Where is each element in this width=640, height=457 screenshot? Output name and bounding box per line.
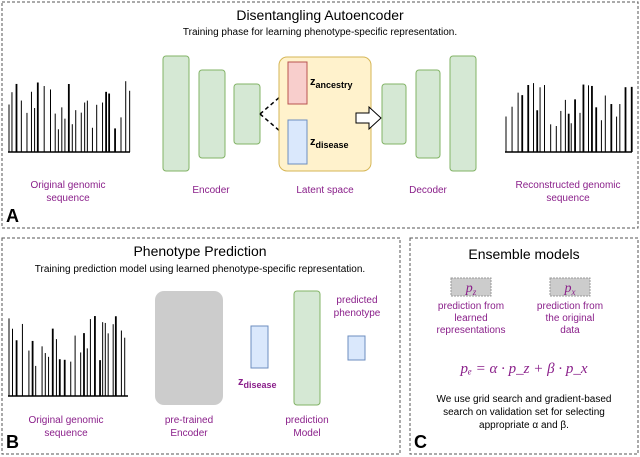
- panel-c: Ensemble models pz prediction from learn…: [409, 237, 639, 455]
- panel-b-border: [1, 237, 401, 455]
- panel-c-letter: C: [414, 432, 427, 452]
- ensemble-formula: pₑ = α · p_z + β · p_x: [459, 361, 587, 377]
- reconstructed-sequence-label-line2: sequence: [546, 193, 590, 204]
- note-line3: appropriate α and β.: [479, 420, 569, 431]
- decoder-layer-3: [449, 55, 477, 172]
- prediction-model-label-line1: prediction: [285, 415, 328, 426]
- encoder-label: Encoder: [192, 185, 230, 196]
- decoder-layer-2: [415, 69, 441, 159]
- z-disease-label: zdisease: [310, 136, 349, 150]
- original-sequence-label-line2: sequence: [46, 193, 90, 204]
- reconstructed-sequence-barcode: [505, 83, 633, 153]
- predicted-phenotype-label-line2: phenotype: [334, 308, 381, 319]
- panel-a-border: [1, 1, 639, 229]
- z-ancestry-label: zancestry: [310, 76, 353, 90]
- px-desc-line3: data: [560, 325, 580, 336]
- encoder-layer-1: [162, 55, 190, 172]
- panel-a: Disentangling Autoencoder Training phase…: [1, 1, 639, 229]
- panel-c-border: [409, 237, 639, 455]
- panel-b-subtitle: Training prediction model using learned …: [35, 264, 365, 275]
- pz-desc-line1: prediction from: [438, 301, 504, 312]
- original-sequence-barcode-b: [8, 316, 128, 397]
- original-sequence-label-line1: Original genomic: [30, 180, 105, 191]
- pretrained-encoder-block: [155, 291, 223, 405]
- reconstructed-sequence-label-line1: Reconstructed genomic: [515, 180, 620, 191]
- note-line1: We use grid search and gradient-based: [437, 394, 612, 405]
- pretrained-encoder-label-line2: Encoder: [170, 428, 208, 439]
- panel-c-title: Ensemble models: [468, 246, 579, 262]
- predicted-phenotype-label-line1: predicted: [336, 295, 377, 306]
- original-sequence-b-label-line1: Original genomic: [28, 415, 103, 426]
- pz-desc-line2: learned: [454, 313, 487, 324]
- pz-symbol: pz: [465, 281, 477, 297]
- px-desc-line1: prediction from: [537, 301, 603, 312]
- panel-a-subtitle: Training phase for learning phenotype-sp…: [183, 27, 457, 38]
- panel-b: Phenotype Prediction Training prediction…: [1, 237, 401, 455]
- decoder-layer-1: [381, 83, 407, 145]
- pretrained-encoder-label-line1: pre-trained: [165, 415, 213, 426]
- px-desc-line2: the original: [546, 313, 595, 324]
- encoder-layer-3: [233, 83, 261, 145]
- z-ancestry-vector: [287, 61, 308, 105]
- px-box: [549, 277, 591, 297]
- z-disease-vector: [287, 119, 308, 165]
- pz-box: [450, 277, 492, 297]
- pz-desc-line3: representations: [437, 325, 506, 336]
- encoder-layer-2: [198, 69, 226, 159]
- latent-to-decoder-arrow-icon: [355, 105, 382, 131]
- prediction-model-block: [293, 290, 321, 406]
- panel-b-title: Phenotype Prediction: [133, 243, 266, 259]
- predicted-phenotype-vector: [347, 335, 366, 361]
- latent-space-label: Latent space: [296, 185, 354, 196]
- panel-b-letter: B: [6, 432, 19, 452]
- prediction-model-label-line2: Model: [293, 428, 320, 439]
- panel-a-letter: A: [6, 206, 19, 226]
- note-line2: search on validation set for selecting: [443, 407, 605, 418]
- panel-a-title: Disentangling Autoencoder: [236, 7, 404, 23]
- decoder-label: Decoder: [409, 185, 447, 196]
- original-sequence-barcode: [8, 81, 131, 153]
- z-disease-label-b: zdisease: [238, 376, 277, 390]
- z-disease-vector-b: [250, 325, 269, 369]
- original-sequence-b-label-line2: sequence: [44, 428, 88, 439]
- px-symbol: px: [564, 281, 576, 297]
